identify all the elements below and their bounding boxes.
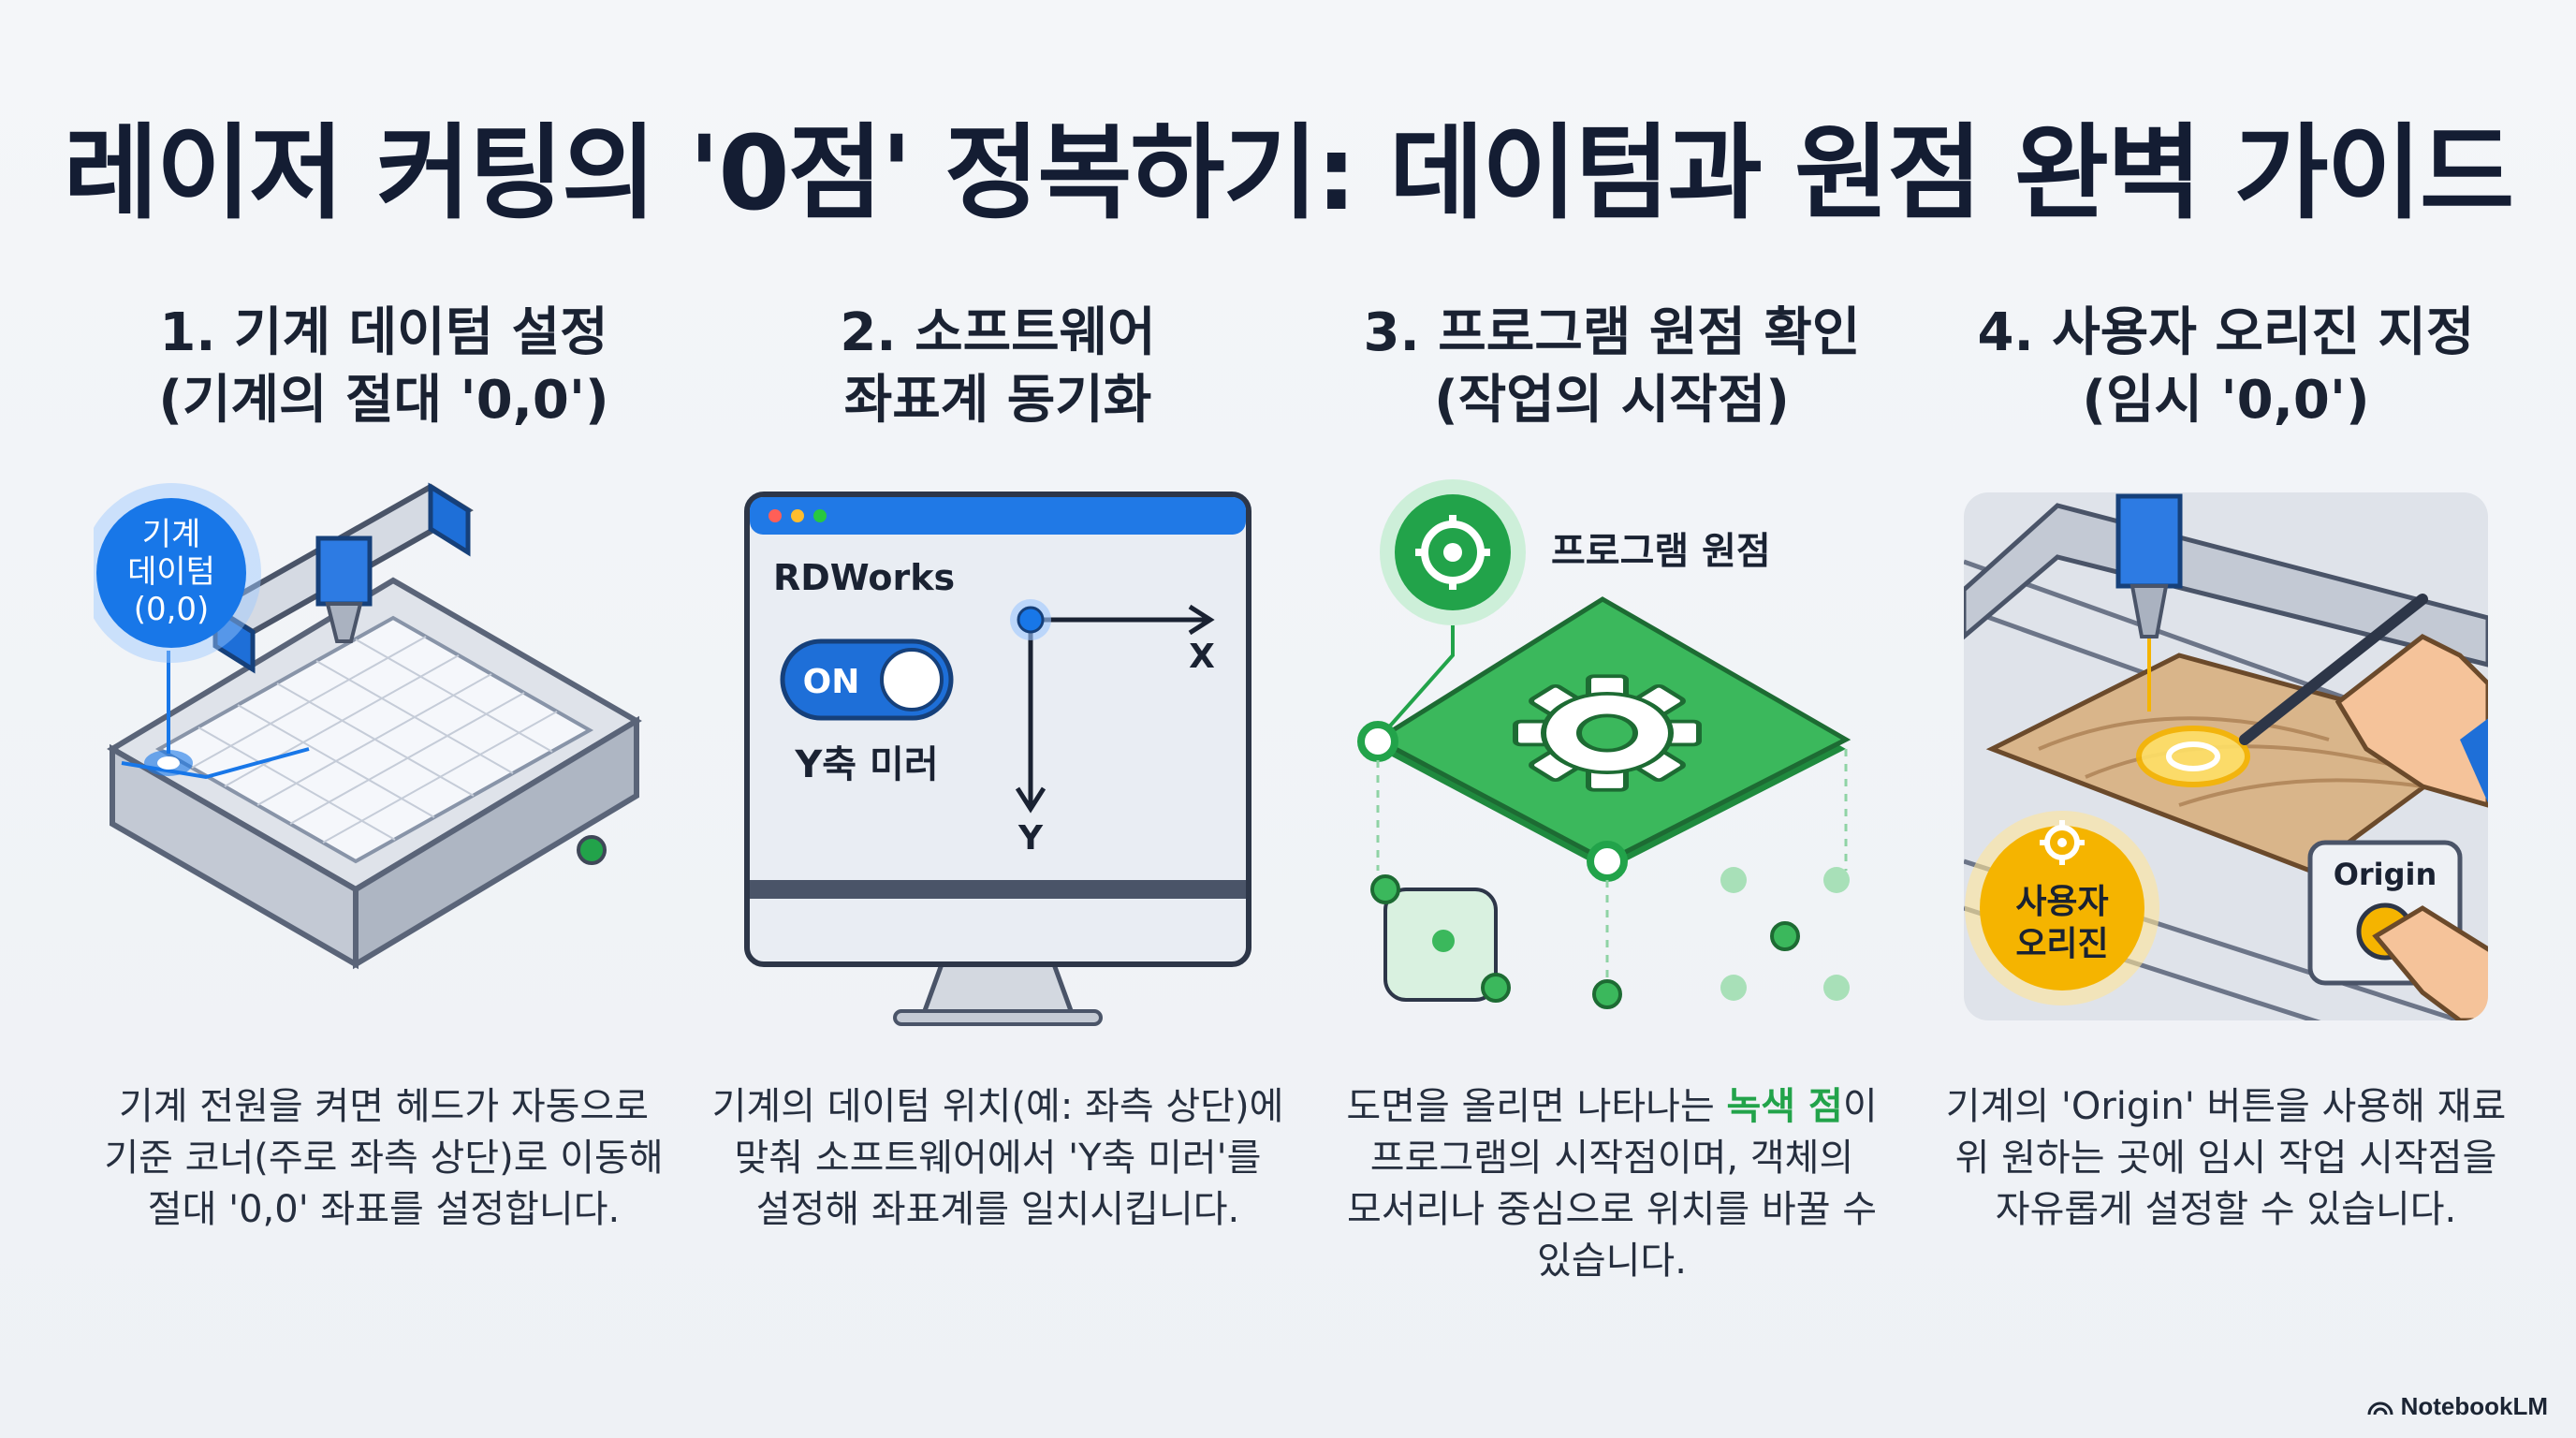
- user-origin-badge-line1: 사용자: [2015, 883, 2108, 921]
- step-3-description: 도면을 올리면 나타나는 녹색 점이 프로그램의 시작점이며, 객체의 모서리나…: [1322, 1081, 1902, 1287]
- step-2-heading-line2: 좌표계 동기화: [843, 370, 1152, 431]
- step-1-description: 기계 전원을 켜면 헤드가 자동으로 기준 코너(주로 좌측 상단)로 이동해 …: [94, 1081, 674, 1236]
- step-4-heading: 4. 사용자 오리진 지정 (임시 '0,0'): [1936, 300, 2516, 434]
- page-title: 레이저 커팅의 '0점' 정복하기: 데이텀과 원점 완벽 가이드: [63, 113, 2514, 233]
- target-icon: [1415, 515, 1490, 590]
- program-origin-illustration: 프로그램 원점: [1322, 468, 1902, 1030]
- brand-label: NotebookLM: [2400, 1392, 2548, 1420]
- app-name: RDWorks: [773, 557, 955, 598]
- step-4-desc-line3: 자유롭게 설정할 수 있습니다.: [1995, 1188, 2457, 1231]
- step-3-desc-line4: 있습니다.: [1537, 1240, 1687, 1283]
- target-icon: [2040, 820, 2085, 865]
- gear-icon: [1513, 674, 1702, 792]
- step-3-heading-line1: 3. 프로그램 원점 확인: [1363, 302, 1861, 363]
- machine-datum-illustration: 기계 데이텀 (0,0): [81, 468, 674, 1030]
- step-4-description: 기계의 'Origin' 버튼을 사용해 재료 위 원하는 곳에 임시 작업 시…: [1936, 1081, 2516, 1236]
- step-1-heading-line1: 1. 기계 데이텀 설정: [159, 302, 608, 363]
- step-3-desc-line1: 도면을 올리면 나타나는 녹색 점이: [1322, 1081, 1902, 1133]
- step-4-desc-line2: 위 원하는 곳에 임시 작업 시작점을: [1954, 1137, 2497, 1180]
- step-3-desc-line3: 모서리나 중심으로 위치를 바꿀 수: [1346, 1188, 1878, 1231]
- step-4-desc-line1: 기계의 'Origin' 버튼을 사용해 재료: [1945, 1085, 2507, 1128]
- software-monitor-illustration: RDWorks ON Y축 미러 X Y: [708, 468, 1288, 1030]
- step-1-desc-line2: 기준 코너(주로 좌측 상단)로 이동해: [104, 1137, 664, 1180]
- toggle-on-label: ON: [803, 663, 860, 701]
- program-origin-callout: 프로그램 원점: [1551, 530, 1771, 573]
- y-mirror-label: Y축 미러: [794, 743, 938, 786]
- step-3-desc-line2: 프로그램의 시작점이며, 객체의: [1369, 1137, 1854, 1180]
- step-2-desc-line2: 맞춰 소프트웨어에서 'Y축 미러'를: [734, 1137, 1262, 1180]
- step-1-desc-line1: 기계 전원을 켜면 헤드가 자동으로: [118, 1085, 650, 1128]
- step-2-desc-line1: 기계의 데이텀 위치(예: 좌측 상단)에: [711, 1085, 1284, 1128]
- datum-badge-line3: (0,0): [134, 591, 210, 628]
- step-2-heading-line1: 2. 소프트웨어: [840, 302, 1156, 363]
- datum-badge-line2: 데이텀: [127, 553, 215, 591]
- y-mirror-toggle[interactable]: ON: [780, 638, 954, 721]
- notebooklm-brand: NotebookLM: [2367, 1392, 2548, 1421]
- datum-badge-line1: 기계: [142, 516, 201, 553]
- x-axis-label: X: [1189, 638, 1215, 676]
- step-3-desc-line1-post: 이: [1842, 1085, 1878, 1128]
- y-axis-label: Y: [1017, 819, 1044, 858]
- user-origin-illustration: Origin 사용자 오리진: [1936, 468, 2516, 1030]
- green-dot-highlight: 녹색 점: [1726, 1085, 1843, 1128]
- step-3-heading-line2: (작업의 시작점): [1434, 370, 1790, 431]
- step-2-description: 기계의 데이텀 위치(예: 좌측 상단)에 맞춰 소프트웨어에서 'Y축 미러'…: [708, 1081, 1288, 1236]
- user-origin-badge-line2: 오리진: [2015, 925, 2108, 963]
- step-3-desc-line1-pre: 도면을 올리면 나타나는: [1346, 1085, 1727, 1128]
- step-4-heading-line1: 4. 사용자 오리진 지정: [1977, 302, 2475, 363]
- origin-button-label: Origin: [2334, 857, 2437, 892]
- step-1-heading: 1. 기계 데이텀 설정 (기계의 절대 '0,0'): [94, 300, 674, 434]
- step-2-desc-line3: 설정해 좌표계를 일치시킵니다.: [755, 1188, 1240, 1231]
- step-1-desc-line3: 절대 '0,0' 좌표를 설정합니다.: [147, 1188, 621, 1231]
- notebooklm-logo-icon: [2367, 1401, 2393, 1416]
- step-4-heading-line2: (임시 '0,0'): [2082, 370, 2370, 431]
- step-1-heading-line2: (기계의 절대 '0,0'): [158, 370, 609, 431]
- step-3-heading: 3. 프로그램 원점 확인 (작업의 시작점): [1322, 300, 1902, 434]
